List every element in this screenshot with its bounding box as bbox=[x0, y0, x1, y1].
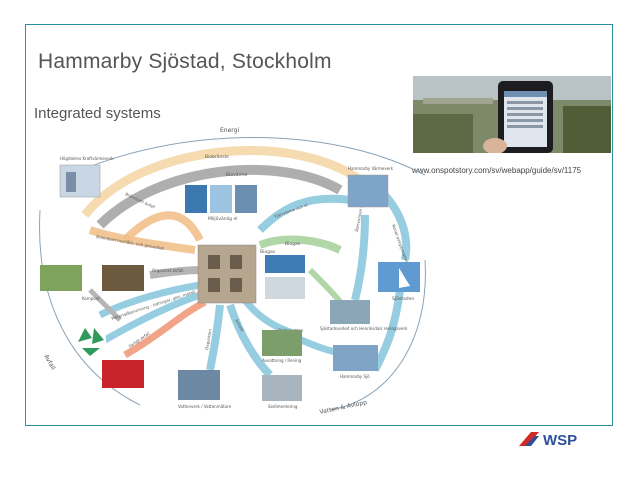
flow-biobransle: Biobränsle bbox=[205, 154, 229, 160]
node-vattenverk bbox=[178, 370, 220, 400]
node-avvattning bbox=[262, 330, 302, 356]
node-hammarby-sjo bbox=[333, 345, 378, 371]
node-hammarby-varmeverk bbox=[348, 175, 388, 207]
label-biogas: Biogas bbox=[260, 249, 276, 255]
node-wind bbox=[210, 185, 232, 213]
label-vattenverk: Vattenverk / Vattenmätare bbox=[178, 404, 232, 409]
flow-kompost: Kompost bbox=[82, 296, 100, 301]
node-car bbox=[265, 277, 305, 299]
label-miljovanlig: Miljövänlig el bbox=[208, 216, 237, 222]
label-reningsverk: Sjöstadsverket och Henriksdals reningsve… bbox=[320, 326, 408, 331]
node-solar bbox=[185, 185, 207, 213]
label-hammarby-sjo: Hammarby Sjö bbox=[340, 374, 370, 379]
node-bus bbox=[265, 255, 305, 273]
node-reningsverk bbox=[330, 300, 370, 324]
wsp-logo: WSP bbox=[517, 428, 597, 450]
label-avfall: Avfall bbox=[42, 354, 56, 372]
node-sjostaden-building bbox=[198, 245, 256, 303]
node-hazardous-box bbox=[102, 360, 144, 388]
label-hogdalen: Högdalens Kraftvärmeverk bbox=[60, 156, 114, 161]
label-sjostaden: Sjöstaden bbox=[392, 296, 414, 302]
node-sedimentering bbox=[262, 375, 302, 401]
flow-biogas: Biogas bbox=[285, 241, 301, 247]
label-avvattning: Avvattning / Rening bbox=[262, 358, 302, 363]
flow-organiskt-avfall: Organiskt avfall bbox=[152, 268, 184, 273]
label-hammarby-varmeverk: Hammarby Värmeverk bbox=[348, 166, 394, 171]
flow-biovarme: Biovärme bbox=[226, 172, 248, 178]
node-compost bbox=[102, 265, 144, 291]
label-sedimentering: Sedimentering bbox=[268, 404, 298, 409]
recycle-icon bbox=[74, 324, 106, 356]
node-field bbox=[40, 265, 82, 291]
slide-title: Hammarby Sjöstad, Stockholm bbox=[38, 50, 332, 74]
label-energi: Energi bbox=[220, 127, 239, 134]
integrated-systems-diagram: Energi Vatten & Avlopp Avfall Biobränsle… bbox=[30, 120, 450, 420]
logo-text: WSP bbox=[543, 432, 577, 449]
label-vatten-avlopp: Vatten & Avlopp bbox=[319, 399, 368, 416]
node-hydro bbox=[235, 185, 257, 213]
